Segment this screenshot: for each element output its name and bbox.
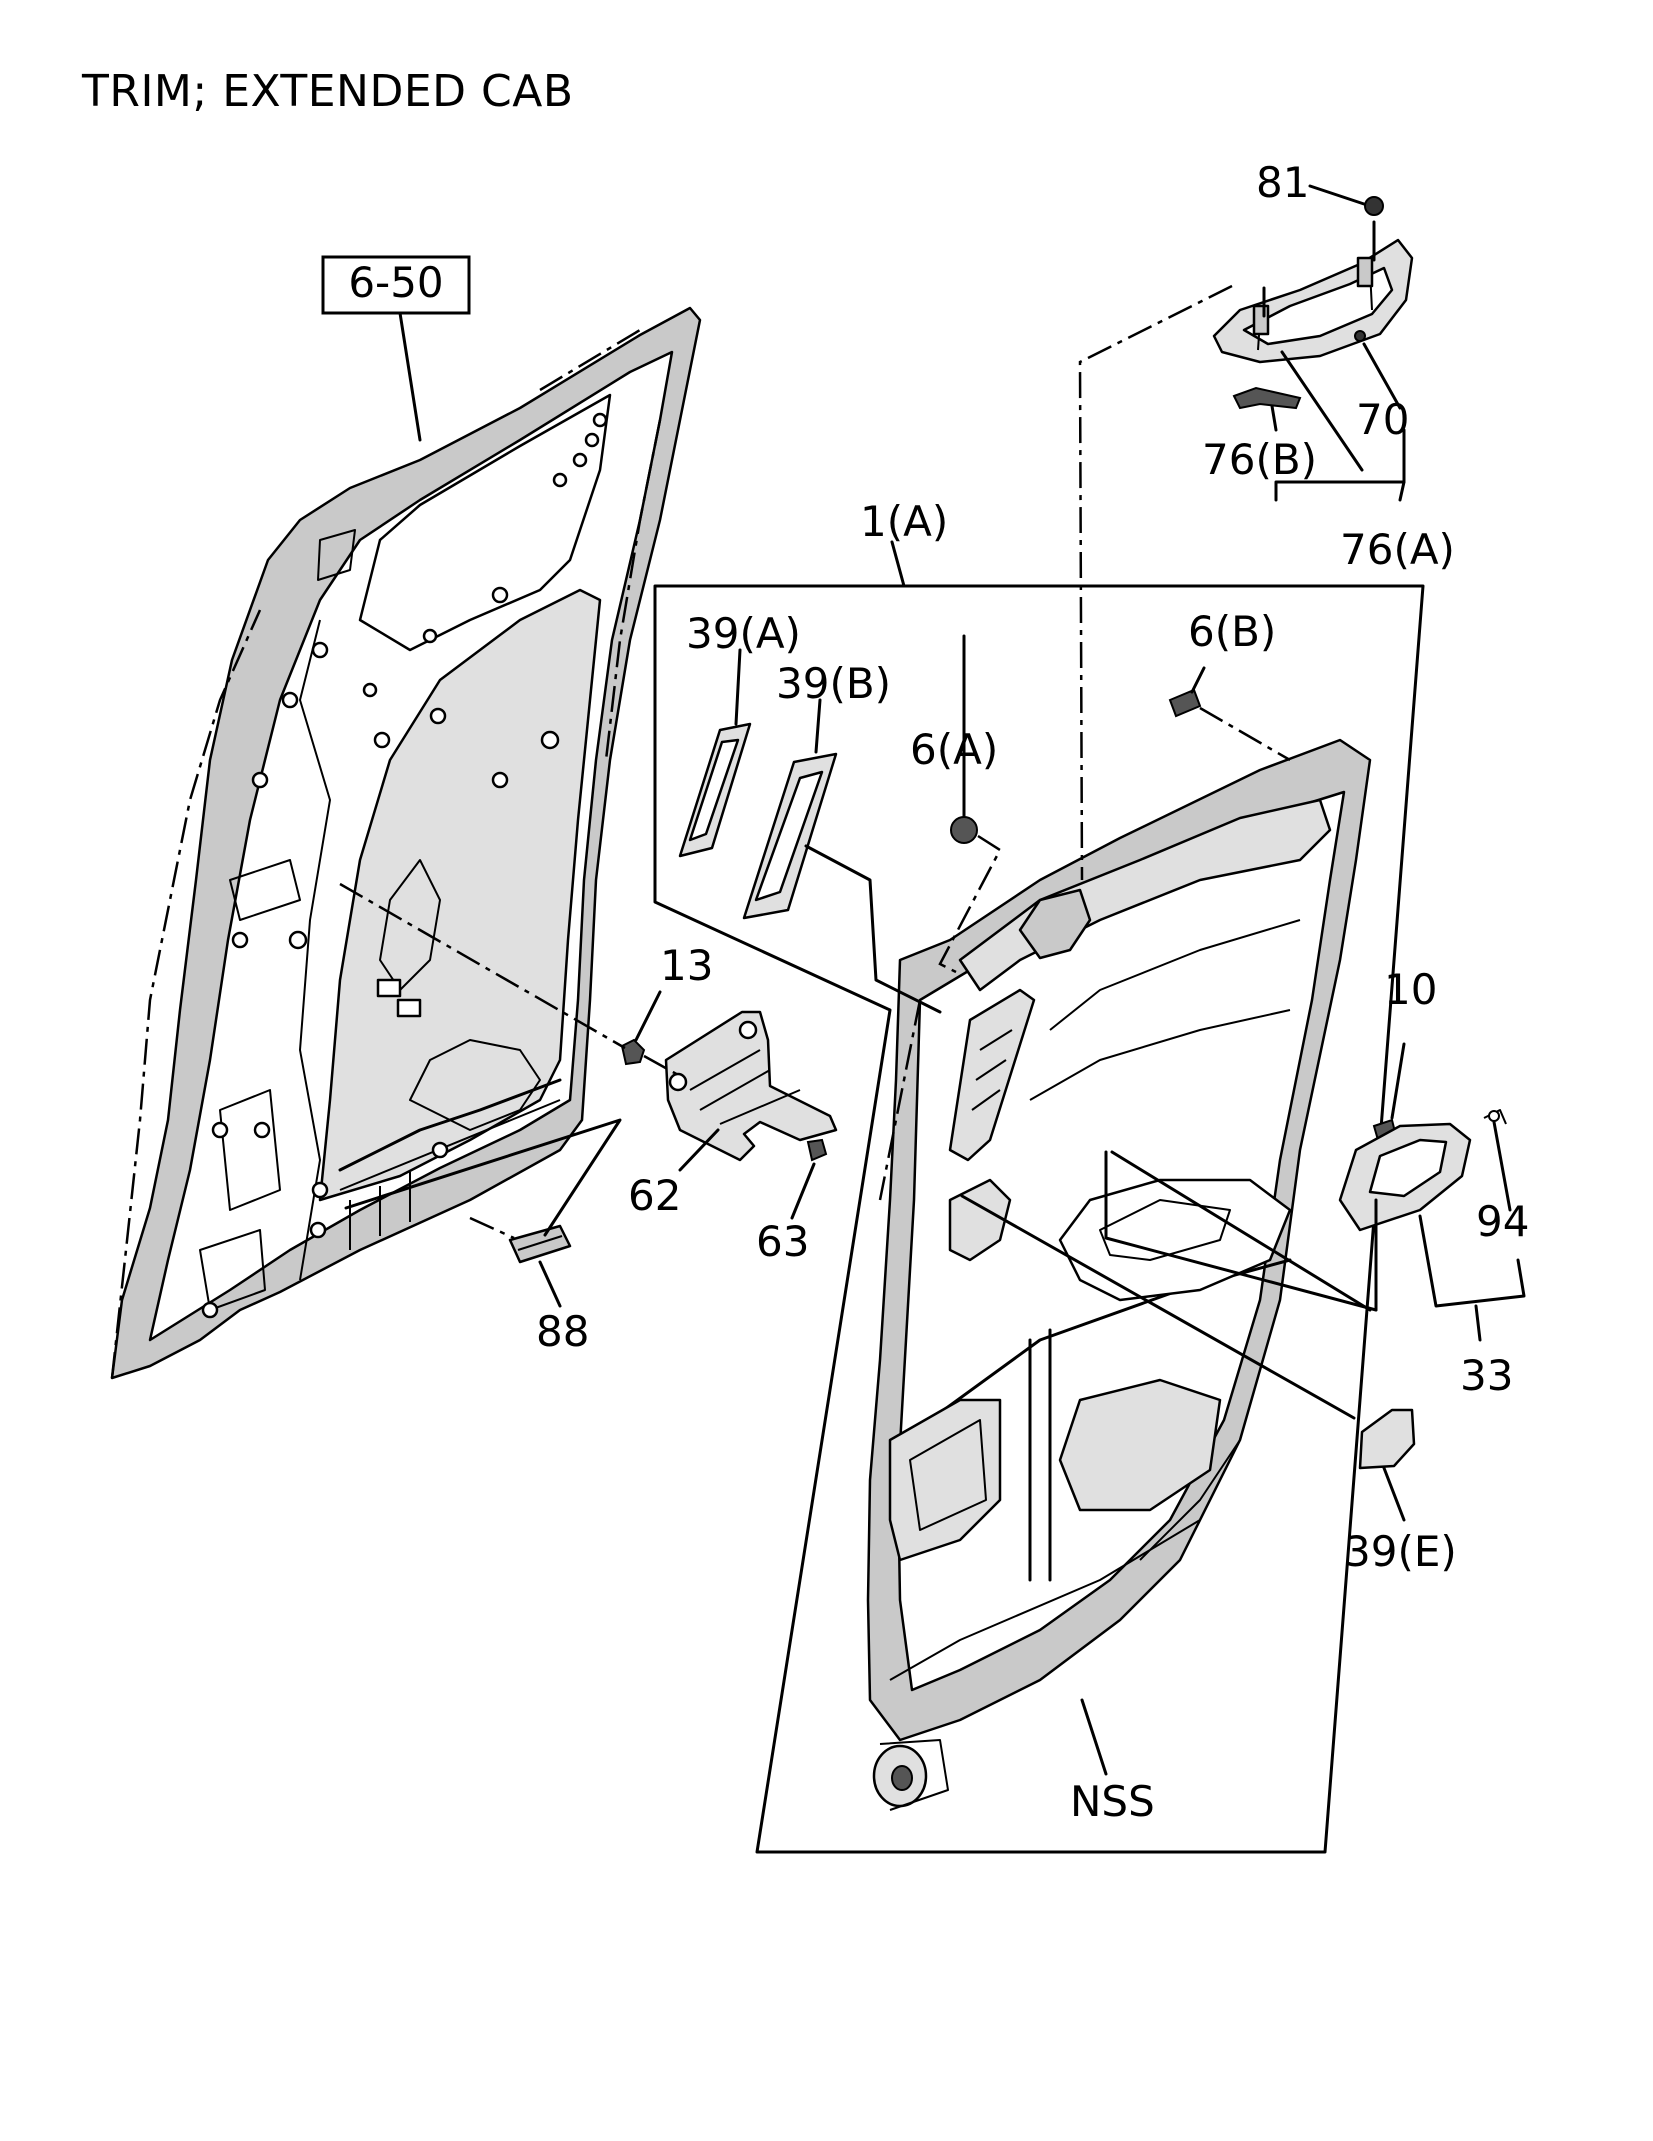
callout-88: 88: [536, 1307, 589, 1356]
part-76b-clip: [1232, 386, 1302, 410]
callout-39b: 39(B): [776, 659, 891, 708]
ref-box-6-50: 6-50: [321, 255, 471, 442]
door-trim-panel: [866, 738, 1372, 1811]
door-inner-panel: [110, 306, 702, 1380]
callout-6a: 6(A): [910, 725, 998, 774]
part-6a-clip: [950, 816, 978, 844]
part-33-handle-bezel: [1338, 1122, 1472, 1232]
part-76a-handle: [1212, 220, 1414, 364]
callout-81: 81: [1256, 158, 1309, 207]
part-6b-clip: [1168, 688, 1202, 718]
ref-box-label: 6-50: [348, 258, 443, 307]
callout-62: 62: [628, 1171, 681, 1220]
part-70-pin: [1354, 330, 1366, 342]
callout-6b: 6(B): [1188, 607, 1276, 656]
callout-39a: 39(A): [686, 609, 801, 658]
callout-70: 70: [1356, 395, 1409, 444]
callout-nss: NSS: [1070, 1777, 1155, 1826]
part-81-screw: [1364, 196, 1384, 216]
callout-76a: 76(A): [1340, 525, 1455, 574]
part-39a-pad: [678, 722, 752, 858]
diagram-title: TRIM; EXTENDED CAB: [82, 66, 574, 117]
callout-94: 94: [1476, 1197, 1529, 1246]
part-94-clip: [1483, 1109, 1507, 1125]
callout-39e: 39(E): [1344, 1527, 1457, 1576]
group-frame-1a: [653, 584, 1425, 1854]
callout-76b: 76(B): [1202, 435, 1317, 484]
part-62-bracket: [620, 1010, 838, 1162]
part-39b-pad: [742, 752, 838, 920]
callout-63: 63: [756, 1217, 809, 1266]
part-88-clip: [508, 1224, 572, 1264]
callout-10: 10: [1384, 965, 1437, 1014]
callout-33: 33: [1460, 1351, 1513, 1400]
callout-1a: 1(A): [860, 497, 948, 546]
callout-13: 13: [660, 941, 713, 990]
part-39e-plug: [1358, 1408, 1416, 1470]
